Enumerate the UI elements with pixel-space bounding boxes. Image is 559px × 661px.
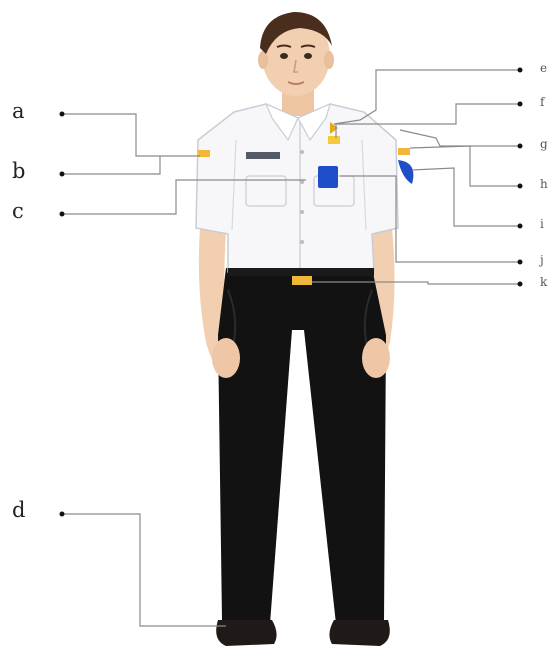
label-a: a xyxy=(12,101,25,122)
belt-buckle xyxy=(292,276,312,285)
label-i: i xyxy=(540,218,544,230)
chest-yellow-badge xyxy=(328,136,340,144)
label-h: h xyxy=(540,178,548,190)
right-hand xyxy=(362,338,390,378)
pocket-emblem xyxy=(318,166,338,188)
label-g: g xyxy=(540,138,548,150)
name-tag xyxy=(246,152,280,159)
label-f: f xyxy=(540,96,544,108)
label-e: e xyxy=(540,62,547,74)
left-hand xyxy=(212,338,240,378)
belt xyxy=(228,268,374,276)
right-shoulder-marker xyxy=(398,148,410,155)
label-c: c xyxy=(12,201,24,222)
left-shoe xyxy=(216,620,276,646)
label-b: b xyxy=(12,161,25,182)
right-shoe xyxy=(329,620,389,646)
label-d: d xyxy=(12,500,25,521)
label-k: k xyxy=(540,276,547,288)
label-j: j xyxy=(540,254,544,266)
